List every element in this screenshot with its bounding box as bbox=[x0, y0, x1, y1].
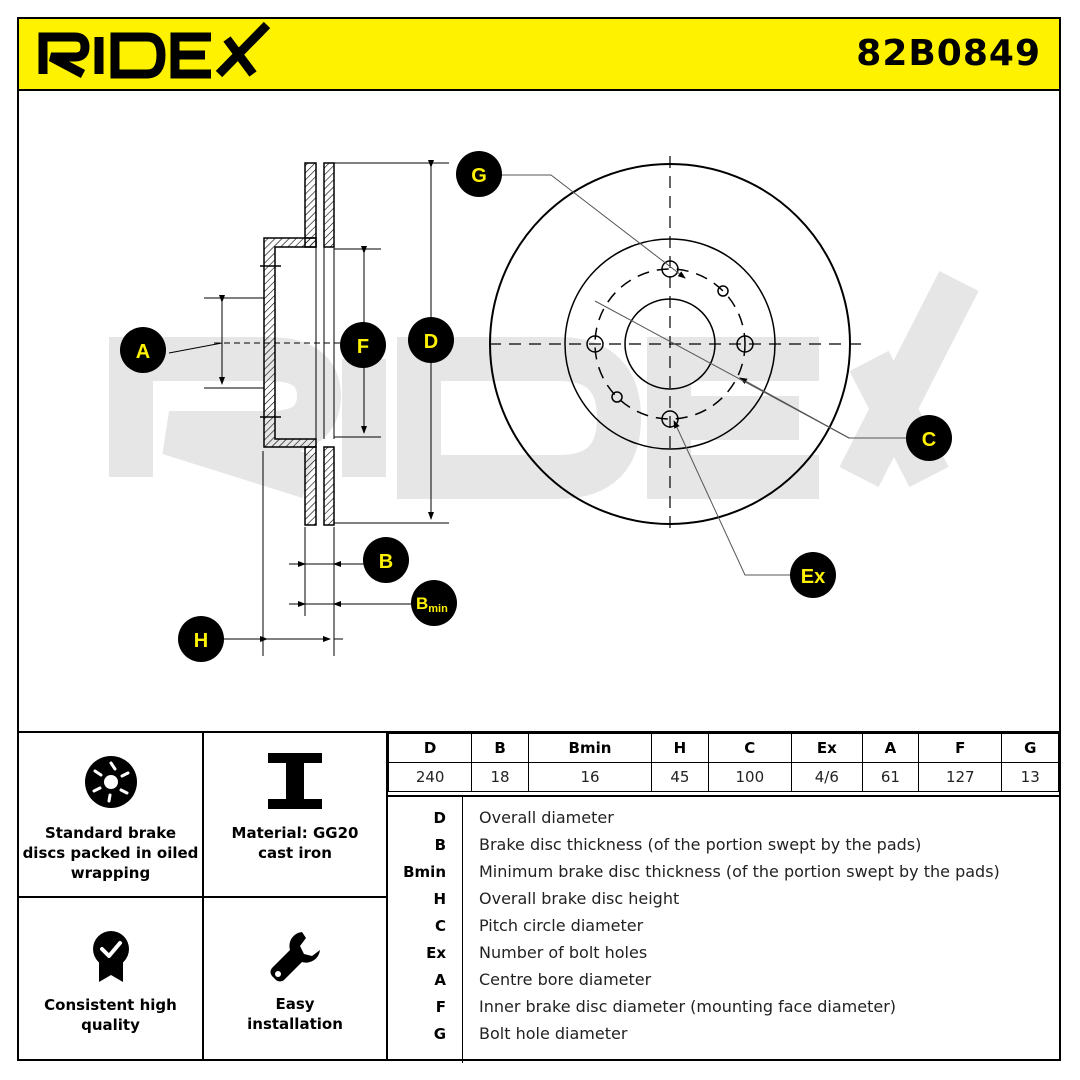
disc-cross-section bbox=[214, 162, 349, 526]
svg-text:F: F bbox=[357, 336, 369, 358]
feature-caption-line: Material: GG20 bbox=[231, 824, 359, 842]
legend-desc: Overall diameter bbox=[479, 808, 614, 827]
callout-b: B bbox=[363, 537, 409, 583]
quality-badge-icon bbox=[92, 931, 129, 982]
feature-caption-line: wrapping bbox=[70, 864, 151, 882]
spec-value: 4/6 bbox=[790, 762, 863, 792]
svg-text:G: G bbox=[471, 165, 487, 187]
feature-caption-line: quality bbox=[81, 1016, 140, 1034]
spec-value: 18 bbox=[471, 762, 529, 792]
legend-desc: Bolt hole diameter bbox=[479, 1024, 628, 1043]
header-bar: 82B0849 bbox=[19, 19, 1059, 91]
feature-caption-line: Consistent high bbox=[44, 996, 177, 1014]
spec-header: C bbox=[707, 733, 792, 763]
feature-material: Material: GG20 cast iron bbox=[204, 733, 388, 898]
legend-key: D bbox=[433, 809, 446, 827]
technical-drawing: A F D G C Ex B Bmin bbox=[19, 91, 1059, 731]
svg-text:B: B bbox=[379, 551, 393, 573]
spec-value-row: 240 18 16 45 100 4/6 61 127 13 bbox=[387, 762, 1059, 792]
legend-key: A bbox=[434, 971, 446, 989]
legend-key: Bmin bbox=[403, 863, 446, 881]
feature-caption-line: cast iron bbox=[258, 844, 332, 862]
callout-bmin: Bmin bbox=[411, 580, 457, 626]
ridex-logo bbox=[38, 21, 271, 79]
spec-value: 13 bbox=[1001, 762, 1059, 792]
svg-text:C: C bbox=[922, 429, 936, 451]
feature-caption-line: Easy bbox=[275, 995, 315, 1013]
spec-header: F bbox=[918, 733, 1003, 763]
oiled-disc-icon bbox=[84, 756, 137, 808]
svg-text:D: D bbox=[424, 331, 438, 353]
legend-key: H bbox=[433, 890, 446, 908]
spec-value: 45 bbox=[651, 762, 709, 792]
feature-installation: Easy installation bbox=[204, 898, 388, 1061]
spec-header: A bbox=[861, 733, 920, 763]
svg-text:Ex: Ex bbox=[801, 566, 825, 588]
legend-key: Ex bbox=[426, 944, 446, 962]
spec-header: H bbox=[651, 733, 709, 763]
legend-desc: Minimum brake disc thickness (of the por… bbox=[479, 862, 1000, 881]
callout-ex: Ex bbox=[790, 552, 836, 598]
callout-f: F bbox=[340, 322, 386, 368]
disc-front-view bbox=[489, 156, 864, 536]
leader-lines bbox=[499, 174, 909, 576]
wrench-icon bbox=[270, 932, 320, 982]
svg-text:H: H bbox=[194, 630, 208, 652]
legend-desc: Inner brake disc diameter (mounting face… bbox=[479, 997, 897, 1016]
legend-key: C bbox=[434, 917, 446, 935]
part-number: 82B0849 bbox=[856, 33, 1041, 74]
legend-desc: Overall brake disc height bbox=[479, 889, 680, 908]
svg-text:Bmin: Bmin bbox=[416, 594, 448, 615]
outer-frame bbox=[17, 17, 1061, 1061]
feature-caption-line: Standard brake bbox=[45, 824, 176, 842]
spec-value: 127 bbox=[918, 762, 1003, 792]
callout-g: G bbox=[456, 151, 502, 197]
spec-table: D B Bmin H C Ex A F G 240 18 16 45 100 4… bbox=[387, 733, 1059, 792]
callout-a: A bbox=[120, 327, 166, 373]
legend-key: F bbox=[435, 998, 446, 1016]
info-panel: Standard brake discs packed in oiled wra… bbox=[19, 731, 1059, 1063]
callout-d: D bbox=[408, 317, 454, 363]
spec-value: 16 bbox=[527, 762, 653, 792]
callout-h: H bbox=[178, 616, 224, 662]
spec-value: 100 bbox=[707, 762, 792, 792]
i-beam-material-icon bbox=[268, 753, 322, 809]
svg-text:A: A bbox=[136, 341, 150, 363]
spec-value: 240 bbox=[387, 762, 473, 792]
legend-desc: Pitch circle diameter bbox=[479, 916, 644, 935]
callout-c: C bbox=[906, 415, 952, 461]
legend-key: B bbox=[434, 836, 446, 854]
legend-key-column bbox=[388, 797, 463, 1063]
brake-disc-diagram: A F D G C Ex B Bmin bbox=[109, 151, 979, 662]
feature-caption-line: installation bbox=[247, 1015, 343, 1033]
feature-oiled-wrapping: Standard brake discs packed in oiled wra… bbox=[19, 733, 204, 898]
legend-desc: Brake disc thickness (of the portion swe… bbox=[479, 835, 922, 854]
spec-value: 61 bbox=[861, 762, 920, 792]
legend-key: G bbox=[433, 1025, 446, 1043]
feature-caption-line: discs packed in oiled bbox=[22, 844, 199, 862]
legend-desc: Number of bolt holes bbox=[479, 943, 648, 962]
legend-desc: Centre bore diameter bbox=[479, 970, 652, 989]
dimension-legend: D Overall diameter B Brake disc thicknes… bbox=[388, 795, 1059, 1063]
feature-quality: Consistent high quality bbox=[19, 898, 204, 1061]
